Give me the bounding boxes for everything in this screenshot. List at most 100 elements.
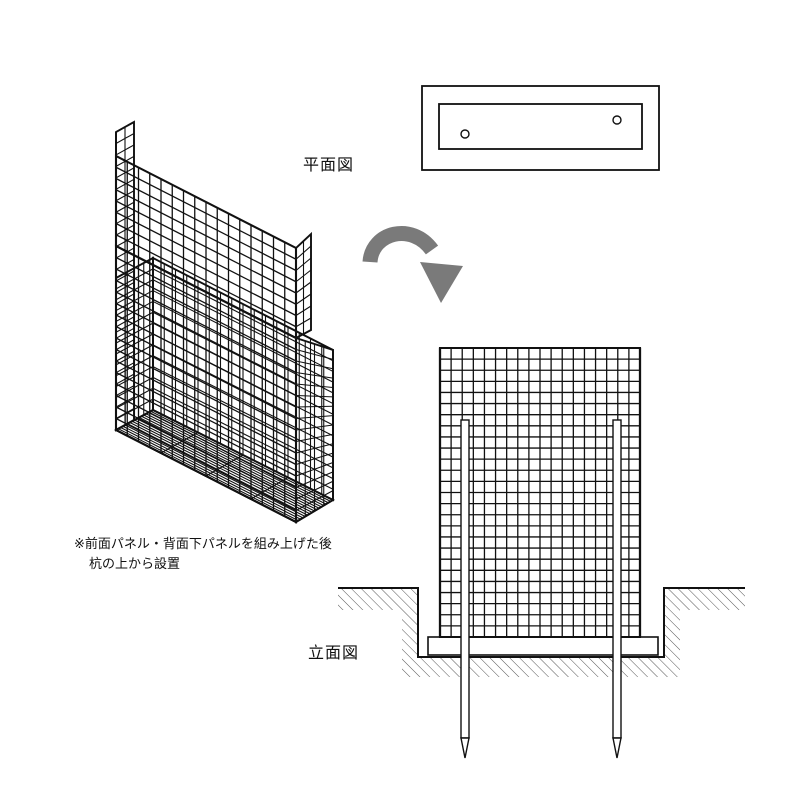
mesh-wire: [115, 213, 135, 225]
mesh-wire: [295, 490, 334, 511]
mesh-wire: [115, 132, 135, 144]
stake-tip: [612, 737, 622, 759]
mesh-wire: [295, 245, 312, 260]
ground-surface-line: [338, 587, 745, 658]
mesh-wire: [295, 433, 334, 443]
mesh-wire: [115, 417, 297, 512]
mesh-wire: [115, 362, 135, 374]
plan-inner-basket: [438, 103, 643, 150]
elevation-mesh-panel: [438, 346, 642, 639]
stake-left: [460, 419, 470, 759]
mesh-wire: [115, 304, 135, 316]
stake-tip: [460, 737, 470, 759]
mesh-wire: [295, 394, 334, 398]
mesh-wire: [115, 166, 297, 260]
mesh-wire: [115, 371, 297, 466]
curved-arrow-down-icon: [362, 226, 463, 303]
mesh-wire: [115, 325, 297, 420]
mesh-wire: [115, 259, 135, 271]
mesh-wire: [115, 177, 297, 272]
mesh-wire: [115, 314, 297, 408]
mesh-wire: [115, 293, 135, 305]
mesh-wire: [115, 373, 135, 385]
mesh-wire: [115, 394, 297, 489]
mesh-wire: [295, 360, 334, 370]
plan-view-drawing: [421, 85, 660, 171]
mesh-wire: [295, 371, 334, 379]
mesh-wire: [115, 408, 135, 420]
ground-hatching: [338, 588, 745, 677]
mesh-wire: [115, 279, 297, 374]
elevation-gabion-drawing: [438, 346, 642, 639]
mesh-wire: [115, 337, 297, 431]
mesh-wire: [295, 461, 334, 477]
mesh-wire: [250, 477, 289, 500]
stake-shaft: [612, 419, 622, 739]
mesh-wire: [115, 200, 297, 294]
iso-front-bottom-edge: [115, 429, 297, 523]
mesh-wire: [115, 396, 135, 408]
mesh-wire: [295, 305, 312, 316]
mesh-wire: [115, 201, 135, 213]
installation-note-line2: 杭の上から設置: [89, 557, 181, 572]
mesh-wire: [115, 190, 135, 202]
mesh-wire: [115, 385, 135, 397]
plan-view-label: 平面図: [303, 155, 355, 174]
stake-right: [612, 419, 622, 759]
mesh-wire: [115, 316, 135, 328]
mesh-wire: [115, 178, 135, 190]
plan-stake-right: [612, 115, 622, 125]
mesh-wire: [115, 383, 297, 477]
elevation-view-label: 立面図: [308, 643, 360, 662]
mesh-wire: [115, 339, 135, 351]
mesh-wire: [295, 269, 312, 283]
mesh-wire: [115, 348, 297, 443]
mesh-wire: [115, 270, 135, 282]
mesh-wire: [295, 257, 312, 271]
mesh-wire: [295, 317, 312, 328]
mesh-wire: [295, 405, 334, 408]
mesh-wire: [115, 189, 297, 283]
mesh-wire: [295, 480, 334, 500]
iso-right-upper-flange: [295, 231, 312, 340]
mesh-wire: [160, 432, 199, 454]
stake-shaft: [460, 419, 470, 739]
plan-outer-frame: [421, 85, 660, 171]
mesh-wire: [295, 471, 334, 489]
ground-section: [338, 587, 745, 677]
mesh-wire: [115, 268, 297, 362]
plan-stake-left: [460, 129, 470, 139]
mesh-wire: [115, 236, 135, 248]
mesh-wire: [115, 167, 135, 179]
mesh-wire: [115, 144, 135, 156]
mesh-wire: [115, 302, 297, 397]
mesh-wire: [295, 281, 312, 294]
mesh-wire: [115, 291, 297, 385]
mesh-wire: [115, 247, 135, 259]
mesh-wire: [115, 155, 135, 167]
iso-bottom-panel: [113, 408, 335, 524]
mesh-wire: [295, 424, 334, 431]
mesh-wire: [115, 256, 297, 351]
isometric-gabion-drawing: [113, 120, 335, 524]
mesh-wire: [295, 443, 334, 454]
installation-note-line1: ※前面パネル・背面下パネルを組み上げた後: [74, 537, 332, 552]
mesh-wire: [205, 454, 244, 477]
mesh-wire: [295, 452, 334, 466]
mesh-wire: [115, 327, 135, 339]
mesh-wire: [295, 348, 334, 360]
iso-right-side-panel: [295, 336, 334, 524]
mesh-wire: [115, 360, 297, 454]
mesh-wire: [115, 406, 297, 500]
mesh-wire: [115, 224, 135, 236]
mesh-wire: [295, 383, 334, 389]
mesh-wire: [295, 293, 312, 305]
mesh-wire: [115, 350, 135, 362]
mesh-wire: [115, 234, 297, 328]
mesh-wire: [115, 222, 297, 317]
mesh-wire: [115, 281, 135, 293]
stakes: [460, 419, 622, 759]
mesh-wire: [295, 415, 334, 420]
